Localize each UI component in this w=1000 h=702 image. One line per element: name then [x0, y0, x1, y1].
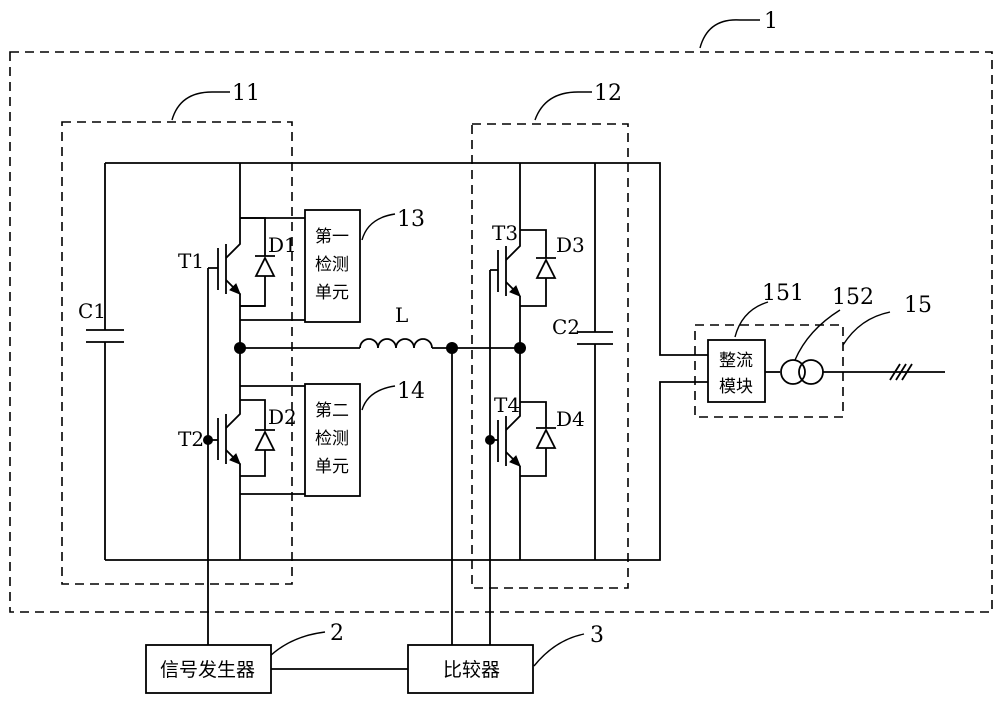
leader-14 [361, 385, 396, 411]
leader-3 [533, 633, 585, 667]
diode-d1 [240, 217, 276, 307]
detector1-wires [240, 217, 305, 321]
t1-label: T1 [178, 249, 204, 273]
gate-junction-t4 [485, 435, 495, 445]
leader-152 [794, 309, 841, 361]
gate-junction-t2 [203, 435, 213, 445]
c2-plates [577, 331, 613, 345]
ref-label-152: 152 [832, 285, 874, 310]
diode-d2 [240, 399, 276, 477]
detector2-line2: 检测 [315, 429, 349, 449]
system-boundary-1 [9, 51, 993, 613]
d2-label: D2 [268, 405, 297, 429]
inductor-label: L [395, 303, 408, 327]
gate-wire-t3 [489, 269, 498, 645]
c1-plates [86, 329, 124, 343]
detector1-line1: 第一 [315, 227, 349, 247]
junction-left-mid [234, 342, 246, 354]
bridge-boundary-12 [471, 123, 629, 589]
t4-label: T4 [494, 393, 520, 417]
igbt-t1 [217, 240, 241, 296]
t2-label: T2 [178, 427, 204, 451]
detector2-box [304, 383, 361, 497]
t3-label: T3 [492, 221, 518, 245]
d4-label: D4 [556, 407, 585, 431]
leader-15 [842, 311, 891, 346]
bridge-boundary-11 [61, 121, 293, 585]
leader-2 [269, 631, 326, 657]
leader-11 [171, 91, 230, 121]
comparator-label: 比较器 [443, 659, 500, 681]
leader-151 [734, 301, 769, 338]
gate-wire-t1 [207, 267, 218, 645]
detector2-wires [240, 385, 305, 495]
leader-12 [534, 91, 592, 121]
ref-label-1: 1 [764, 9, 778, 34]
diode-d3 [520, 229, 557, 307]
ref-label-11: 11 [232, 81, 260, 106]
three-phase-marks [889, 363, 913, 381]
comparator-box [407, 644, 534, 694]
ref-label-14: 14 [397, 379, 425, 404]
rectifier-line1: 整流 [719, 351, 753, 371]
ref-label-151: 151 [762, 281, 804, 306]
igbt-t3 [497, 240, 521, 297]
detector2-line1: 第二 [315, 401, 349, 421]
inductor-l [359, 338, 433, 349]
detector1-line3: 单元 [315, 283, 349, 303]
detector1-line2: 检测 [315, 255, 349, 275]
igbt-t4 [497, 410, 521, 467]
leader-13 [361, 213, 396, 241]
detector2-line3: 单元 [315, 457, 349, 477]
diode-d4 [520, 401, 557, 477]
signal-generator-box [145, 644, 272, 694]
transformer-icon [780, 359, 824, 385]
rectifier-box [707, 339, 766, 403]
top-rail [105, 162, 708, 356]
ref-label-13: 13 [397, 207, 425, 232]
signal-generator-label: 信号发生器 [160, 659, 255, 681]
ref-label-12: 12 [594, 81, 622, 106]
bottom-rail [105, 381, 708, 561]
c2-label: C2 [552, 315, 580, 339]
d1-label: D1 [268, 233, 297, 257]
d3-label: D3 [556, 233, 585, 257]
ref-label-2: 2 [330, 621, 344, 646]
igbt-t2 [217, 410, 241, 466]
ref-label-3: 3 [590, 623, 604, 648]
detector1-box [304, 209, 361, 323]
rectifier-line2: 模块 [719, 377, 753, 397]
c1-label: C1 [78, 299, 106, 323]
ref-label-15: 15 [904, 293, 932, 318]
leader-1 [699, 19, 760, 49]
